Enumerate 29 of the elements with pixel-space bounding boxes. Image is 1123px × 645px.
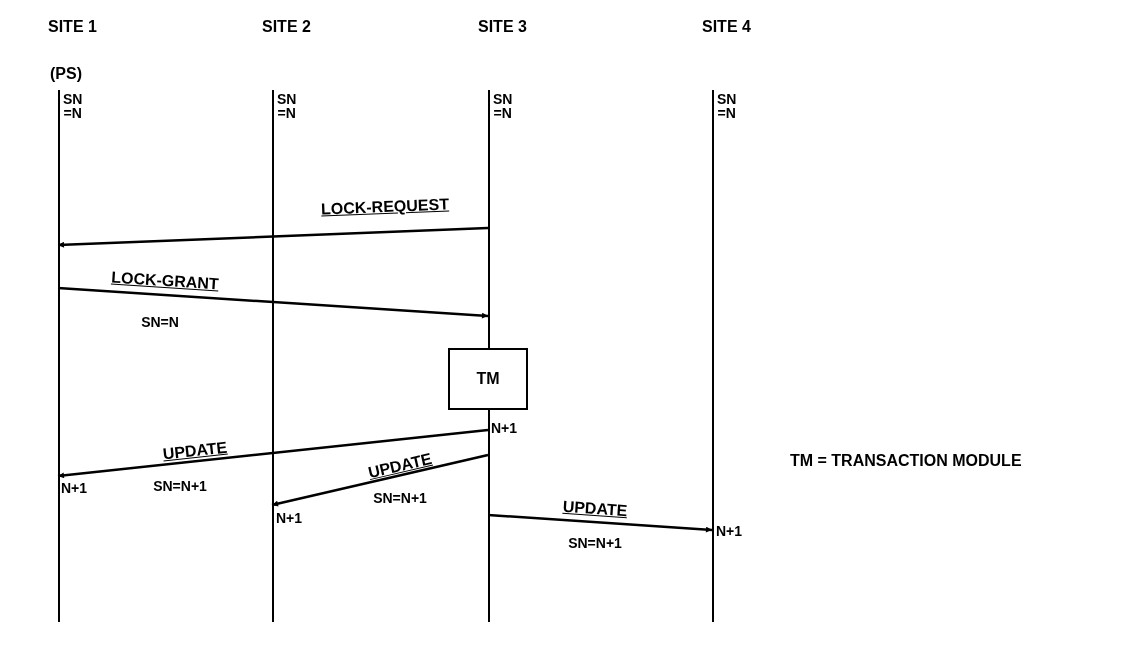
module-box: TM	[448, 348, 528, 410]
edge-label: LOCK-GRANT	[110, 268, 220, 294]
value-label: SN=N+1	[568, 535, 622, 551]
arrow	[57, 428, 489, 479]
state-label: SN =N	[493, 92, 513, 120]
state-label: SN =N	[717, 92, 737, 120]
arrow	[271, 453, 489, 507]
value-label: N+1	[61, 480, 88, 496]
arrow	[57, 286, 489, 319]
edge-label: UPDATE	[366, 449, 434, 483]
legend-note: TM = TRANSACTION MODULE	[790, 452, 1022, 470]
site-label: SITE 4	[702, 18, 751, 36]
arrow	[57, 226, 489, 248]
edge-label: UPDATE	[161, 438, 229, 464]
site-note: (PS)	[50, 65, 82, 83]
value-label: SN=N	[141, 314, 179, 330]
arrow	[487, 513, 713, 533]
edge-label: UPDATE	[562, 497, 628, 521]
value-label: SN=N+1	[373, 490, 427, 506]
site-label: SITE 3	[478, 18, 527, 36]
state-label: SN =N	[277, 92, 297, 120]
site-label: SITE 1	[48, 18, 97, 36]
value-label: SN=N+1	[153, 478, 207, 494]
value-label: N+1	[491, 420, 518, 436]
value-label: N+1	[276, 510, 303, 526]
site-label: SITE 2	[262, 18, 311, 36]
value-label: N+1	[716, 523, 743, 539]
edge-label: LOCK-REQUEST	[320, 195, 450, 219]
state-label: SN =N	[63, 92, 83, 120]
